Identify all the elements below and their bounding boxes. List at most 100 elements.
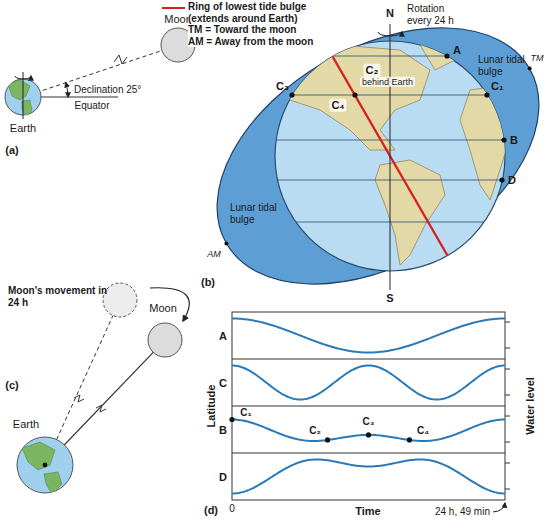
panel-letter: (a)	[5, 144, 18, 157]
panel-letter: (c)	[5, 379, 18, 392]
earth-land	[8, 80, 30, 100]
break-mark	[96, 405, 106, 412]
location-dots	[484, 92, 489, 97]
continents	[280, 45, 430, 150]
location-label: C₂	[364, 64, 381, 77]
location-letter: D	[508, 174, 516, 187]
break-mark	[74, 395, 84, 402]
tick-marks	[505, 348, 510, 349]
panel-dividers	[232, 359, 505, 453]
tick-marks	[505, 395, 510, 396]
equator-label: Equator	[74, 100, 109, 112]
location-dots	[528, 67, 532, 71]
panel-dividers	[232, 406, 505, 407]
tick-marks	[505, 322, 510, 323]
location-dots	[444, 53, 449, 58]
angle-arc	[66, 83, 68, 97]
earth-globe	[17, 437, 73, 493]
location-dot	[325, 437, 330, 442]
location-dots	[289, 92, 294, 97]
legend-entry: Ring of lowest tide bulge (extends aroun…	[188, 1, 338, 24]
lunar-tidal-bulge	[172, 0, 550, 337]
location-letter: A	[453, 44, 461, 57]
axis-title: Latitude	[205, 385, 218, 428]
earth-land	[8, 80, 32, 118]
angle-label: Declination 25°	[74, 84, 141, 96]
panel-letter: (b)	[201, 276, 215, 289]
earth-land	[22, 442, 55, 470]
continents	[460, 85, 512, 200]
tm-label: TM	[531, 53, 544, 63]
legend-line-sample	[162, 8, 185, 9]
earth-label: Earth	[10, 122, 36, 135]
location-note: behind Earth	[360, 77, 415, 87]
row-letter: C	[219, 376, 227, 389]
panel-letter: (d)	[204, 504, 218, 517]
location-dots	[499, 177, 504, 182]
location-dots	[501, 137, 506, 142]
row-letter: B	[219, 423, 227, 436]
earth-land	[44, 472, 62, 494]
location-dots	[352, 92, 357, 97]
row-letter: D	[219, 470, 227, 483]
pole-label: S	[386, 292, 393, 305]
continents	[280, 42, 512, 265]
location-dot	[229, 417, 234, 422]
water-level-curve	[232, 366, 505, 400]
location-label: C₄	[329, 99, 346, 112]
rotation-label: Rotation every 24 h	[405, 3, 471, 26]
pole-label: N	[386, 7, 394, 20]
motion-label: Moon's movement in 24 h	[8, 285, 108, 308]
end-arrow	[493, 503, 505, 512]
axis-title: Time	[355, 505, 380, 518]
panel-dividers	[232, 359, 505, 360]
moon	[148, 323, 182, 357]
moon-label: Moon	[149, 302, 177, 315]
bulge-label: Lunar tidal bulge	[478, 54, 530, 77]
panel-d	[229, 312, 510, 512]
water-level-curve	[232, 319, 505, 353]
legend-line-sample	[162, 7, 185, 9]
location-label: C₃	[276, 80, 289, 93]
location-dot	[366, 432, 371, 437]
location-dot	[43, 463, 48, 468]
water-level-curve	[232, 460, 505, 494]
legend-text: Ring of lowest tide bulge (extends aroun…	[188, 1, 306, 24]
continents	[375, 160, 445, 265]
tick-marks	[505, 463, 510, 464]
panel-c	[17, 283, 189, 494]
earth-label: Earth	[13, 418, 39, 431]
axis-end-label: 24 h, 49 min	[435, 506, 490, 518]
panel-b	[172, 0, 550, 337]
water-level-curves	[229, 319, 505, 494]
row-letter: A	[219, 329, 227, 342]
location-dots	[224, 242, 228, 246]
moon-motion-arrow	[150, 288, 189, 321]
legend-entry: AM = Away from the moon	[188, 36, 338, 48]
legend: Ring of lowest tide bulge (extends aroun…	[188, 1, 338, 47]
axis-title: Water level	[524, 377, 537, 435]
rotation-arrow	[378, 32, 402, 36]
tick-marks	[505, 369, 510, 370]
point-label: C₂	[309, 425, 321, 437]
rotation-axis	[390, 24, 391, 290]
point-label: C₁	[240, 407, 251, 419]
point-label: C₄	[417, 425, 429, 437]
axis-tick-label: 0	[229, 503, 235, 515]
moon-direction-line	[23, 51, 162, 98]
legend-text: TM = Toward the moon	[188, 24, 296, 35]
chart-frame	[232, 312, 505, 500]
break-mark	[114, 55, 127, 64]
bulge-label: Lunar tidal bulge	[230, 202, 282, 225]
earth-land	[22, 442, 62, 494]
tick-marks	[505, 442, 510, 443]
tick-marks	[505, 322, 510, 489]
moon-earlier	[103, 283, 137, 317]
location-label: C₁	[491, 80, 504, 93]
point-label: C₃	[363, 416, 375, 428]
rotation-arrow	[15, 76, 31, 79]
panel-dividers	[232, 453, 505, 454]
